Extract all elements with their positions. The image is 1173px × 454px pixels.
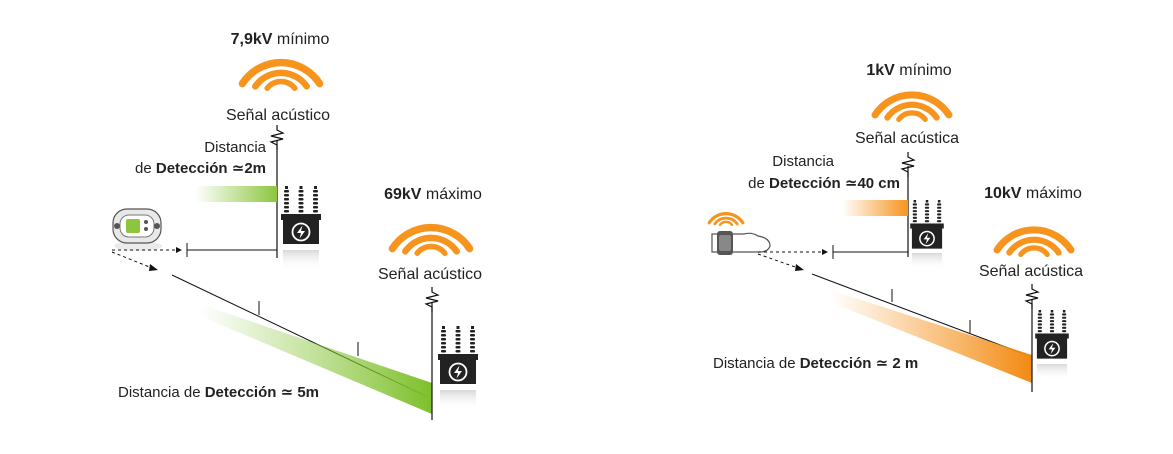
left-low-signal-label: Señal acústico: [225, 107, 331, 124]
far-detection-band: [830, 290, 1032, 383]
right-diagram: [707, 95, 1071, 392]
far-detection-band: [200, 304, 432, 414]
left-high-voltage-label: 69kV máximo: [384, 186, 482, 204]
right-low-voltage-suffix: mínimo: [899, 62, 952, 79]
far-line: [811, 273, 1033, 358]
right-low-voltage-label: 1kV mínimo: [866, 62, 951, 80]
left-far-value: ≃ 5m: [280, 384, 320, 401]
right-near-label-line1: Distancia: [772, 153, 834, 170]
left-far-label: Distancia de Detección ≃ 5m: [118, 384, 319, 402]
sound-waves-icon: [392, 228, 469, 254]
detector-device-icon: [112, 208, 162, 251]
right-far-bold: Detección: [799, 355, 872, 372]
left-near-label-line2: de Detección ≃2m: [100, 160, 266, 178]
transformer-icon: [910, 200, 944, 250]
arrow-head: [822, 249, 828, 255]
left-low-voltage-value: 7,9kV: [230, 31, 273, 48]
near-detection-band: [195, 186, 277, 202]
transformer-reflection: [912, 253, 942, 269]
left-far-bold: Detección: [204, 384, 277, 401]
left-low-voltage-label: 7,9kV mínimo: [231, 31, 330, 49]
transformer-reflection: [283, 250, 319, 270]
smartwatch-icon: [707, 212, 771, 255]
right-near-bold: Detección: [769, 175, 841, 192]
sound-waves-icon: [707, 212, 745, 226]
sound-waves-icon: [997, 230, 1071, 255]
sound-waves-icon: [242, 63, 319, 89]
transformer-reflection: [440, 390, 476, 410]
dashed-arrow: [111, 251, 153, 269]
right-high-voltage-label: 10kV máximo: [984, 185, 1082, 203]
right-low-signal-label: Señal acústica: [854, 130, 960, 147]
left-high-signal-label: Señal acústico: [377, 266, 483, 283]
zigzag-signal: [1024, 284, 1040, 309]
dashed-arrow: [757, 253, 799, 269]
transformer-icon: [1035, 310, 1069, 360]
right-high-voltage-suffix: máximo: [1025, 185, 1082, 202]
left-near-prefix: de: [135, 160, 152, 177]
transformer-icon: [438, 326, 478, 385]
left-near-bold: Detección: [155, 160, 228, 177]
transformer-icon: [281, 186, 321, 245]
left-near-label-line1: Distancia: [204, 139, 266, 156]
left-diagram: [111, 63, 478, 420]
right-far-value: ≃ 2 m: [875, 355, 919, 372]
right-low-voltage-value: 1kV: [866, 62, 895, 79]
right-near-prefix: de: [748, 175, 765, 192]
sound-waves-icon: [875, 95, 949, 120]
left-low-voltage-suffix: mínimo: [276, 31, 330, 48]
right-near-label-line2: de Detección ≃40 cm: [700, 175, 900, 193]
left-near-value: ≃2m: [231, 160, 266, 177]
left-high-voltage-suffix: máximo: [425, 186, 482, 203]
arrow-head: [795, 264, 804, 271]
arrow-head: [149, 264, 158, 271]
right-high-voltage-value: 10kV: [984, 185, 1022, 202]
right-near-value: ≃40 cm: [844, 175, 900, 192]
left-high-voltage-value: 69kV: [384, 186, 422, 203]
near-detection-band: [842, 200, 908, 216]
right-far-label: Distancia de Detección ≃ 2 m: [713, 355, 918, 373]
zigzag-signal: [269, 125, 285, 150]
zigzag-signal: [424, 287, 440, 312]
right-far-prefix: Distancia de: [713, 355, 796, 372]
zigzag-signal: [900, 152, 916, 177]
right-high-signal-label: Señal acústica: [978, 263, 1084, 280]
arrow-head: [176, 247, 182, 253]
transformer-reflection: [1037, 364, 1067, 380]
left-far-prefix: Distancia de: [118, 384, 201, 401]
